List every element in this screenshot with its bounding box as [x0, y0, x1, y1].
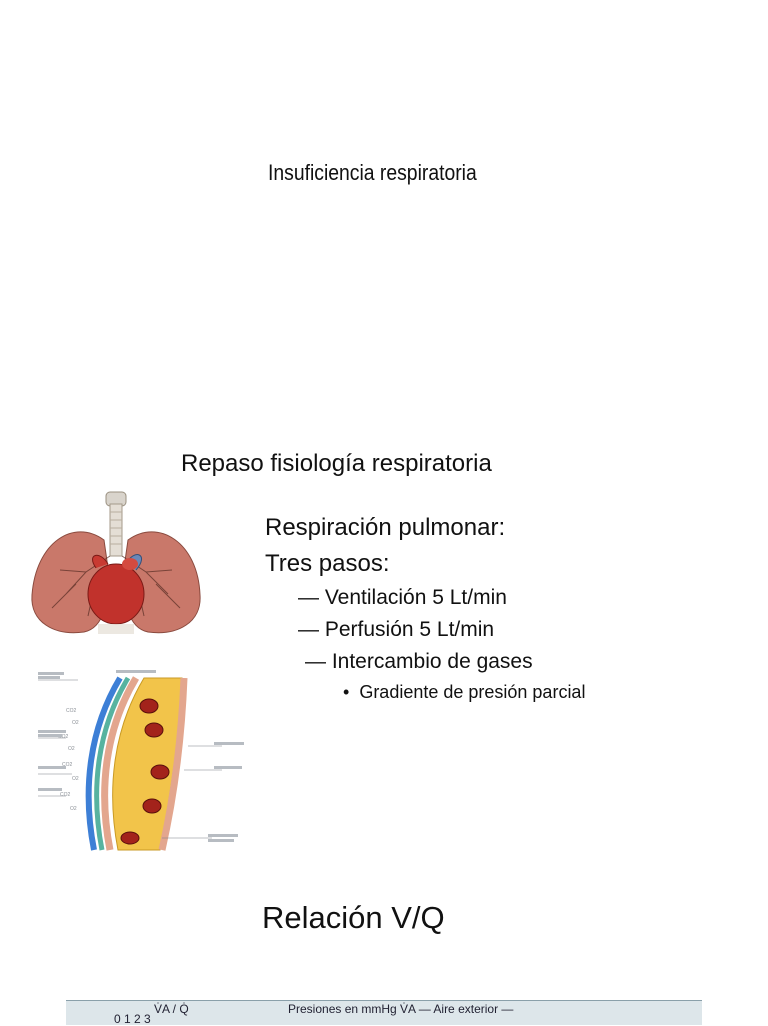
- pressures-header: Presiones en mmHg V̇A — Aire exterior —: [288, 1002, 514, 1016]
- svg-text:O2: O2: [72, 776, 79, 782]
- vq-figure-strip: V̇A / Q̇ 0 1 2 3 Presiones en mmHg V̇A —…: [66, 1000, 702, 1026]
- slide-title-insuficiencia: Insuficiencia respiratoria: [268, 160, 477, 185]
- svg-text:CO2: CO2: [62, 762, 73, 768]
- tres-pasos-heading: Tres pasos:: [265, 550, 390, 577]
- bullet-icon: •: [343, 682, 360, 702]
- svg-text:O2: O2: [72, 720, 79, 726]
- step-intercambio: — Intercambio de gases: [305, 650, 533, 673]
- svg-text:O2: O2: [70, 806, 77, 812]
- lungs-illustration: [31, 491, 201, 634]
- svg-text:CO2: CO2: [58, 734, 69, 740]
- step-ventilacion: — Ventilación 5 Lt/min: [298, 586, 507, 609]
- vq-axis-ticks: 0 1 2 3: [114, 1012, 151, 1026]
- step-perfusion: — Perfusión 5 Lt/min: [298, 618, 495, 641]
- slide-title-repaso: Repaso fisiología respiratoria: [181, 450, 492, 477]
- svg-text:CO2: CO2: [60, 792, 71, 798]
- respiracion-pulmonar-heading: Respiración pulmonar:: [265, 514, 506, 541]
- sub-bullet-gradiente: • Gradiente de presión parcial: [343, 682, 585, 703]
- vq-axis-label: V̇A / Q̇: [154, 1002, 189, 1016]
- svg-text:CO2: CO2: [66, 708, 77, 714]
- svg-text:O2: O2: [68, 746, 75, 752]
- slide-title-relacion: Relación V/Q: [262, 900, 445, 935]
- sub-bullet-text: Gradiente de presión parcial: [359, 682, 586, 702]
